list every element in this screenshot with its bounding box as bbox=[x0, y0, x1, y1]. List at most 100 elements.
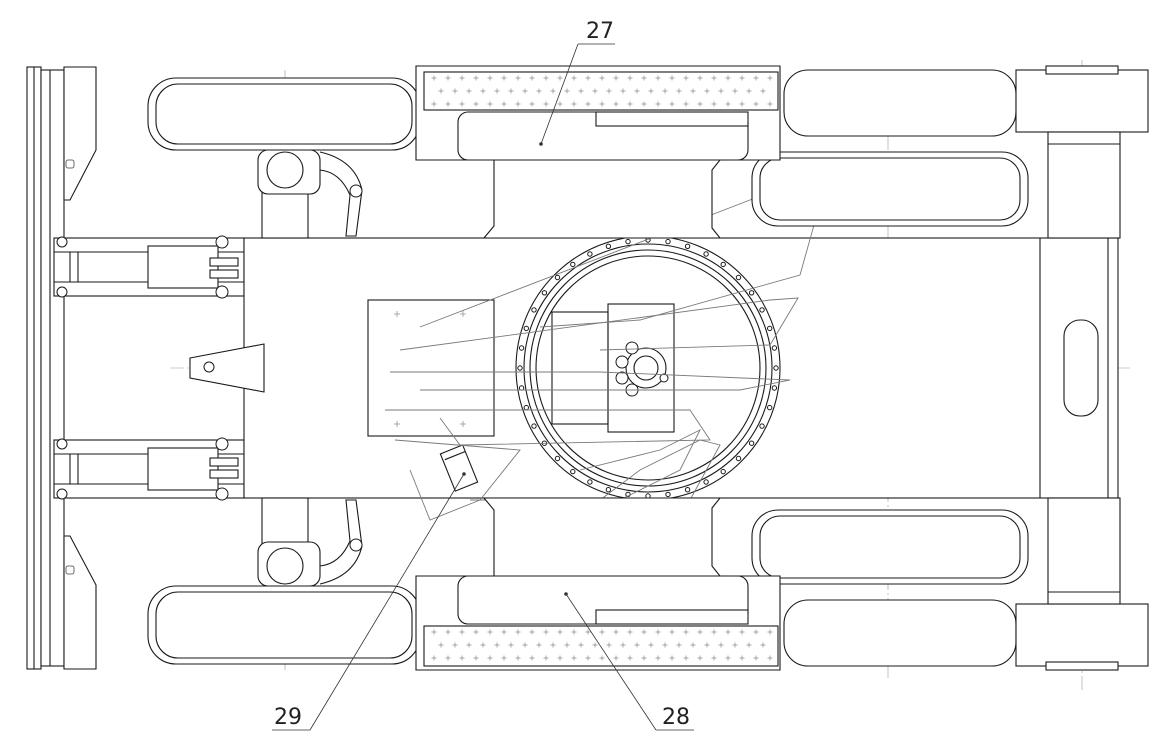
tread-mark bbox=[655, 101, 661, 107]
ring-bolt bbox=[684, 487, 691, 493]
ring-bolt bbox=[720, 261, 726, 268]
tread-mark bbox=[508, 88, 514, 94]
ring-bolt bbox=[684, 243, 691, 250]
tread-mark bbox=[683, 101, 689, 107]
tread-mark bbox=[634, 88, 640, 94]
tread-mark bbox=[697, 655, 703, 661]
tread-mark bbox=[494, 642, 500, 648]
blade-arms bbox=[53, 235, 245, 501]
tread-mark bbox=[767, 101, 773, 107]
ring-bolt bbox=[570, 261, 576, 268]
tread-mark bbox=[592, 642, 598, 648]
tread-mark bbox=[466, 88, 472, 94]
tread-mark bbox=[739, 655, 745, 661]
tread-mark bbox=[550, 642, 556, 648]
callout-27: 27 bbox=[586, 19, 614, 44]
tread-mark bbox=[746, 642, 752, 648]
tread-mark bbox=[725, 75, 731, 81]
ring-bolt bbox=[517, 365, 523, 371]
tread-mark bbox=[459, 629, 465, 635]
callout-28-group: 28 bbox=[564, 592, 694, 731]
tread-mark bbox=[466, 642, 472, 648]
tread-mark bbox=[557, 655, 563, 661]
ring-bolt bbox=[541, 290, 548, 296]
tread-mark bbox=[578, 642, 584, 648]
tread-mark bbox=[557, 101, 563, 107]
tread-mark bbox=[641, 655, 647, 661]
callout-29: 29 bbox=[274, 705, 302, 730]
tread-mark bbox=[676, 642, 682, 648]
tread-mark bbox=[627, 101, 633, 107]
tread-mark bbox=[431, 75, 437, 81]
tread-mark bbox=[445, 75, 451, 81]
callout-28: 28 bbox=[662, 705, 690, 730]
tread-mark bbox=[669, 101, 675, 107]
ring-bolt bbox=[665, 238, 671, 245]
tread-mark bbox=[515, 101, 521, 107]
tread-mark bbox=[557, 75, 563, 81]
tread-mark bbox=[690, 88, 696, 94]
front-axle-hubs bbox=[1015, 65, 1149, 671]
tread-mark bbox=[473, 101, 479, 107]
ring-bolt bbox=[735, 455, 742, 462]
tread-mark bbox=[473, 629, 479, 635]
tread-mark bbox=[669, 75, 675, 81]
tread-mark bbox=[571, 75, 577, 81]
tread-mark bbox=[487, 75, 493, 81]
tread-mark bbox=[529, 629, 535, 635]
tread-mark bbox=[543, 75, 549, 81]
tread-mark bbox=[732, 642, 738, 648]
ring-bolt bbox=[767, 325, 773, 332]
tread-mark bbox=[739, 629, 745, 635]
tread-mark bbox=[613, 655, 619, 661]
side-frames bbox=[415, 65, 781, 671]
tread-mark bbox=[725, 629, 731, 635]
tread-mark bbox=[711, 655, 717, 661]
tread-mark bbox=[501, 629, 507, 635]
tread-mark bbox=[550, 88, 556, 94]
tread-mark bbox=[746, 88, 752, 94]
tread-mark bbox=[599, 629, 605, 635]
tread-mark bbox=[655, 629, 661, 635]
tread-mark bbox=[480, 642, 486, 648]
tread-mark bbox=[620, 88, 626, 94]
ring-bolt bbox=[570, 468, 576, 475]
tread-mark bbox=[683, 75, 689, 81]
ring-bolt bbox=[605, 243, 612, 250]
tread-mark bbox=[683, 629, 689, 635]
tread-mark bbox=[494, 88, 500, 94]
ring-bolt bbox=[773, 365, 779, 371]
tread-mark bbox=[662, 88, 668, 94]
tread-mark bbox=[767, 655, 773, 661]
tread-mark bbox=[459, 75, 465, 81]
tread-mark bbox=[508, 642, 514, 648]
tread-mark bbox=[627, 655, 633, 661]
front-tires bbox=[751, 69, 1029, 667]
tread-mark bbox=[522, 88, 528, 94]
tread-mark bbox=[543, 101, 549, 107]
tread-mark bbox=[529, 75, 535, 81]
tread-mark bbox=[585, 629, 591, 635]
tread-mark bbox=[487, 629, 493, 635]
plate-crosses bbox=[394, 311, 466, 427]
tread-mark bbox=[613, 629, 619, 635]
tread-mark bbox=[431, 101, 437, 107]
ring-bolt bbox=[748, 440, 755, 446]
tread-mark bbox=[697, 629, 703, 635]
ring-bolt bbox=[703, 251, 709, 257]
tread-mark bbox=[585, 655, 591, 661]
tread-mark bbox=[711, 629, 717, 635]
tread-mark bbox=[662, 642, 668, 648]
tread-mark bbox=[431, 629, 437, 635]
ring-bolt bbox=[554, 455, 561, 462]
tread-mark bbox=[767, 75, 773, 81]
tread-mark bbox=[669, 629, 675, 635]
callout-27-group: 27 bbox=[539, 19, 615, 146]
tread-mark bbox=[459, 655, 465, 661]
tread-mark bbox=[452, 88, 458, 94]
tread-mark bbox=[704, 88, 710, 94]
ring-bolt bbox=[587, 251, 593, 257]
tread-mark bbox=[648, 642, 654, 648]
tread-mark bbox=[599, 75, 605, 81]
